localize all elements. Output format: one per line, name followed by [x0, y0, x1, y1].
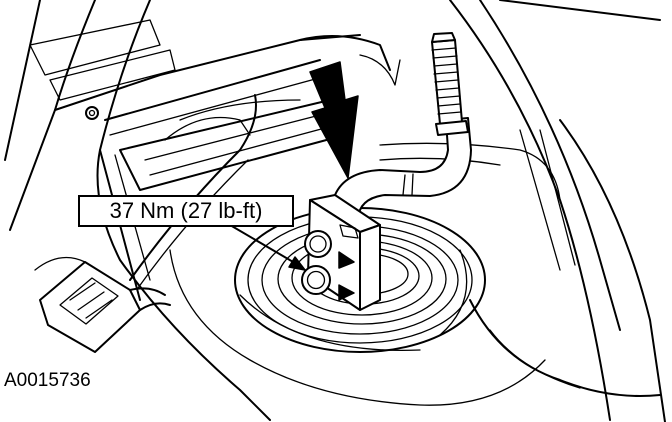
leader-arrow-icon [229, 224, 306, 271]
upper-bolt [304, 230, 332, 258]
clamp-block [307, 194, 381, 311]
shift-lever [334, 32, 472, 219]
torque-callout: 37 Nm (27 lb-ft) [78, 195, 294, 227]
down-arrow-icon [309, 61, 359, 179]
figure-id: A0015736 [4, 370, 91, 391]
lower-bolt [301, 265, 331, 295]
electrical-connector [34, 256, 171, 353]
